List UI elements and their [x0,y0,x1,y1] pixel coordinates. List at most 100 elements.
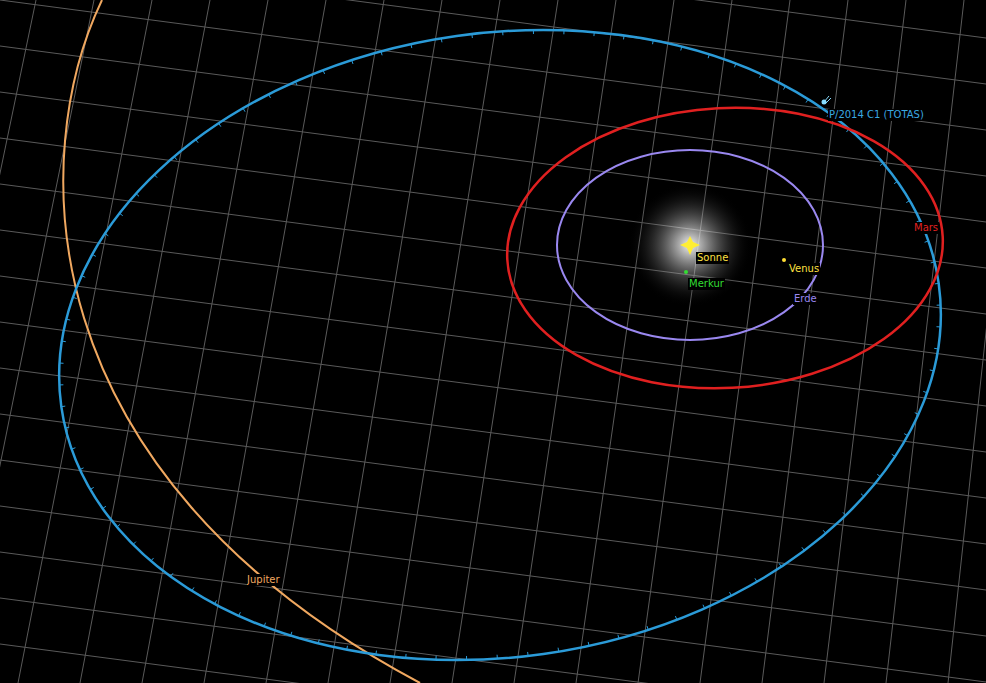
orbit-tick [708,54,709,58]
orbit-tick [318,640,320,644]
orbit-tick [103,506,106,508]
grid-line [638,0,732,683]
orbit-tick [497,655,498,659]
orbit-tick [65,427,69,429]
orbit-tick [877,474,880,476]
orbit-tick [323,70,324,74]
orbit-ticks [59,30,940,660]
orbit-tick [931,261,935,263]
orbit-tick [243,108,245,111]
grid-line [700,0,790,683]
orbit-tick [405,654,406,658]
orbit-tick [352,60,353,64]
orbit-tick [117,524,120,527]
orbit-tick [346,646,348,650]
orbit-tick [533,30,534,34]
orbit-tick [120,213,123,215]
orbit-tick [502,31,503,35]
orbit-tick [291,632,292,636]
orbit-tick [647,626,648,630]
orbit-tick [72,448,76,449]
orbit-tick [215,600,217,604]
orbit-tick [843,512,846,515]
orbit-tick [779,563,781,566]
orbit-tick [652,40,654,44]
grid-line [266,0,384,683]
orbit-tick [295,82,297,86]
grid-line [18,0,152,683]
planet-label: Erde [793,293,818,305]
orbit-tick [154,175,157,178]
planet-label: Jupiter [246,574,281,586]
orbit-tick [136,194,139,197]
orbit-tick [784,86,786,90]
orbit-tick [105,234,108,236]
orbit-tick [806,99,808,102]
orbit-tick [730,592,732,596]
orbit-tick [675,616,676,620]
orbit-tick [66,319,70,321]
orbit-tick [239,612,241,616]
orbit-tick [381,51,382,55]
earth-orbit [557,150,823,340]
orbit-tick [219,123,221,126]
orbit-tick [760,74,762,78]
comet-tail [824,96,831,103]
grid-line [576,0,674,683]
orbit-tick [80,468,84,470]
orbit-tick [623,35,625,39]
sun-glow [628,183,752,307]
orbit-tick [62,341,66,343]
orbit-tick [269,94,271,98]
grid-line [514,0,616,683]
orbit-tick [802,547,804,550]
orbit-tick [923,391,927,392]
orbit-tick [196,139,198,142]
orbit-tick [593,32,594,36]
orbit-tick [174,157,177,160]
orbit-tick [734,64,735,68]
orbit-tick [558,648,560,652]
orbit-tick [894,181,897,183]
orbit-tick [375,651,377,655]
orbit-tick [680,47,682,51]
orbit-tick [906,201,909,203]
orbit-tick [171,573,173,576]
grid-line [452,0,558,683]
orbit-tick [73,297,77,298]
grid-line [762,0,848,683]
orbit-tick [466,656,467,660]
jupiter-orbit [63,0,420,683]
orbit-tick [864,146,867,149]
planet-label: Mars [913,222,939,234]
orbit-tick [192,587,194,590]
orbit-tick [527,652,528,656]
orbit-tick [823,530,826,533]
grid-line [390,0,500,683]
sun-label: Sonne [696,252,729,264]
planet-label: Merkur [688,278,725,290]
orbit-tick [82,276,86,278]
orbit-tick [90,487,93,489]
orbit-tick [151,558,154,561]
grid-line [0,0,94,683]
orbit-tick [264,623,265,627]
orbit-tick [133,542,136,545]
orbit-tick [930,369,934,371]
orbit-tick [755,578,757,581]
grid-line [886,0,964,683]
grid-line [328,0,442,683]
grid-line [824,0,906,683]
orbit-tick [861,494,864,497]
orbit-tick [936,326,940,327]
orbit-tick [61,406,65,408]
orbit-tick [436,656,437,660]
grid-line [948,0,986,683]
orbit-tick [892,454,895,456]
mercury-dot [684,270,688,274]
orbit-tick [59,384,63,385]
orbit-tick [60,363,64,364]
